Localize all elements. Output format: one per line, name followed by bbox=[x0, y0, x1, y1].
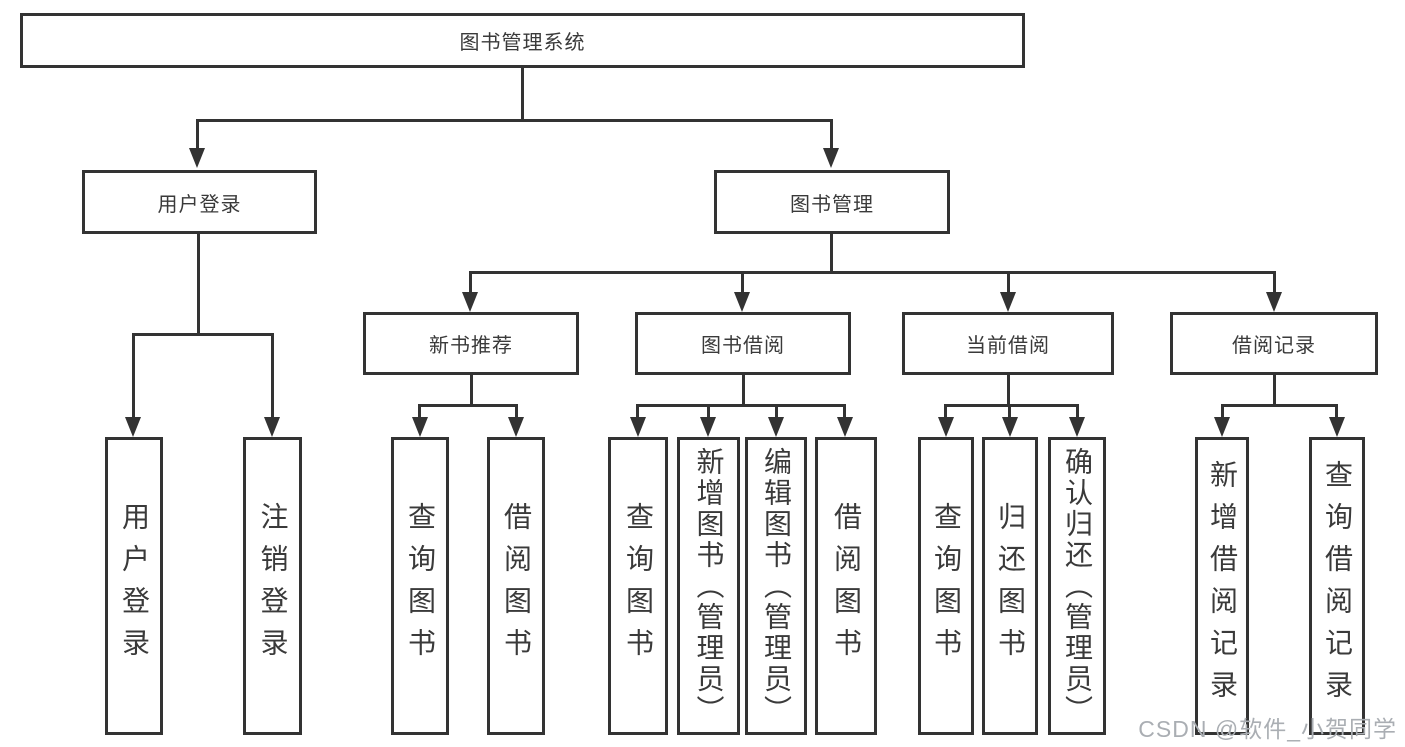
arrow-down bbox=[1266, 292, 1282, 312]
node-borrow-record: 借阅记录 bbox=[1170, 312, 1378, 375]
node-root-label: 图书管理系统 bbox=[459, 32, 586, 54]
arrow-down bbox=[1002, 417, 1018, 437]
node-book-borrow-label: 图书借阅 bbox=[701, 335, 785, 357]
leaf-confirm-return-admin: 确认归还（管理员） bbox=[1048, 437, 1106, 735]
connector-line bbox=[1273, 271, 1276, 297]
connector-line bbox=[843, 404, 846, 422]
leaf-query-borrow-record: 查询借阅记录 bbox=[1309, 437, 1365, 735]
csdn-watermark: CSDN @软件_小贺同学 bbox=[1138, 716, 1397, 742]
arrow-down bbox=[125, 417, 141, 437]
leaf-borrow-book-label: 借阅图书 bbox=[831, 502, 862, 670]
node-book-management: 图书管理 bbox=[714, 170, 950, 234]
node-new-book-recommend-label: 新书推荐 bbox=[429, 335, 513, 357]
leaf-query-book-recommend: 查询图书 bbox=[391, 437, 449, 735]
arrow-down bbox=[1329, 417, 1345, 437]
arrow-down bbox=[768, 417, 784, 437]
leaf-logout: 注销登录 bbox=[243, 437, 302, 735]
leaf-logout-label: 注销登录 bbox=[257, 502, 289, 670]
leaf-borrow-book: 借阅图书 bbox=[815, 437, 877, 735]
node-new-book-recommend: 新书推荐 bbox=[363, 312, 579, 375]
arrow-down bbox=[938, 417, 954, 437]
leaf-add-borrow-record: 新增借阅记录 bbox=[1195, 437, 1249, 735]
connector-line bbox=[636, 404, 846, 407]
leaf-query-book-borrow: 查询图书 bbox=[608, 437, 668, 735]
node-book-management-label: 图书管理 bbox=[790, 193, 874, 216]
connector-line bbox=[132, 333, 135, 421]
arrow-down bbox=[189, 148, 205, 168]
node-user-login-label: 用户登录 bbox=[157, 193, 242, 216]
connector-line bbox=[944, 404, 1079, 407]
connector-line bbox=[1007, 271, 1010, 297]
leaf-add-book-admin: 新增图书（管理员） bbox=[677, 437, 740, 735]
connector-line bbox=[636, 404, 639, 422]
leaf-add-borrow-record-label: 新增借阅记录 bbox=[1207, 460, 1238, 712]
connector-line bbox=[469, 271, 472, 297]
connector-line bbox=[944, 404, 947, 422]
arrow-down bbox=[1214, 417, 1230, 437]
arrow-down bbox=[837, 417, 853, 437]
leaf-query-book-recommend-label: 查询图书 bbox=[405, 502, 436, 670]
connector-line bbox=[418, 404, 518, 407]
connector-line bbox=[742, 375, 745, 407]
leaf-return-book-label: 归还图书 bbox=[995, 502, 1026, 670]
leaf-user-login: 用户登录 bbox=[105, 437, 163, 735]
arrow-down bbox=[264, 417, 280, 437]
connector-line bbox=[1221, 404, 1338, 407]
leaf-query-book-current-label: 查询图书 bbox=[931, 502, 962, 670]
connector-line bbox=[741, 271, 744, 297]
connector-line bbox=[515, 404, 518, 422]
arrow-down bbox=[823, 148, 839, 168]
leaf-edit-book-admin: 编辑图书（管理员） bbox=[745, 437, 807, 735]
arrow-down bbox=[1069, 417, 1085, 437]
connector-line bbox=[196, 119, 833, 122]
arrow-down bbox=[700, 417, 716, 437]
arrow-down bbox=[508, 417, 524, 437]
connector-line bbox=[830, 119, 833, 151]
leaf-edit-book-admin-label: 编辑图书（管理员） bbox=[761, 446, 792, 726]
leaf-query-book-borrow-label: 查询图书 bbox=[623, 502, 654, 670]
connector-line bbox=[1007, 375, 1010, 407]
leaf-user-login-label: 用户登录 bbox=[119, 502, 150, 670]
connector-line bbox=[521, 68, 524, 119]
leaf-query-borrow-record-label: 查询借阅记录 bbox=[1322, 460, 1353, 712]
node-root: 图书管理系统 bbox=[20, 13, 1025, 68]
arrow-down bbox=[462, 292, 478, 312]
leaf-confirm-return-admin-label: 确认归还（管理员） bbox=[1062, 446, 1093, 726]
connector-line bbox=[1076, 404, 1079, 422]
arrow-down bbox=[630, 417, 646, 437]
connector-line bbox=[196, 119, 199, 151]
connector-line bbox=[132, 333, 274, 336]
leaf-add-book-admin-label: 新增图书（管理员） bbox=[693, 446, 725, 726]
connector-line bbox=[1273, 375, 1276, 407]
arrow-down bbox=[1000, 292, 1016, 312]
connector-line bbox=[707, 404, 710, 422]
connector-line bbox=[1008, 404, 1011, 422]
connector-line bbox=[469, 271, 1276, 274]
leaf-query-book-current: 查询图书 bbox=[918, 437, 974, 735]
leaf-return-book: 归还图书 bbox=[982, 437, 1038, 735]
connector-line bbox=[470, 375, 473, 407]
node-current-borrow: 当前借阅 bbox=[902, 312, 1114, 375]
leaf-borrow-book-recommend-label: 借阅图书 bbox=[501, 502, 532, 670]
arrow-down bbox=[412, 417, 428, 437]
connector-line bbox=[418, 404, 421, 422]
arrow-down bbox=[734, 292, 750, 312]
node-book-borrow: 图书借阅 bbox=[635, 312, 851, 375]
node-current-borrow-label: 当前借阅 bbox=[966, 335, 1050, 357]
connector-line bbox=[830, 234, 833, 274]
node-borrow-record-label: 借阅记录 bbox=[1232, 335, 1316, 357]
connector-line bbox=[271, 333, 274, 421]
node-user-login: 用户登录 bbox=[82, 170, 317, 234]
connector-line bbox=[1221, 404, 1224, 422]
connector-line bbox=[775, 404, 778, 422]
connector-line bbox=[197, 234, 200, 333]
connector-line bbox=[1335, 404, 1338, 422]
leaf-borrow-book-recommend: 借阅图书 bbox=[487, 437, 545, 735]
